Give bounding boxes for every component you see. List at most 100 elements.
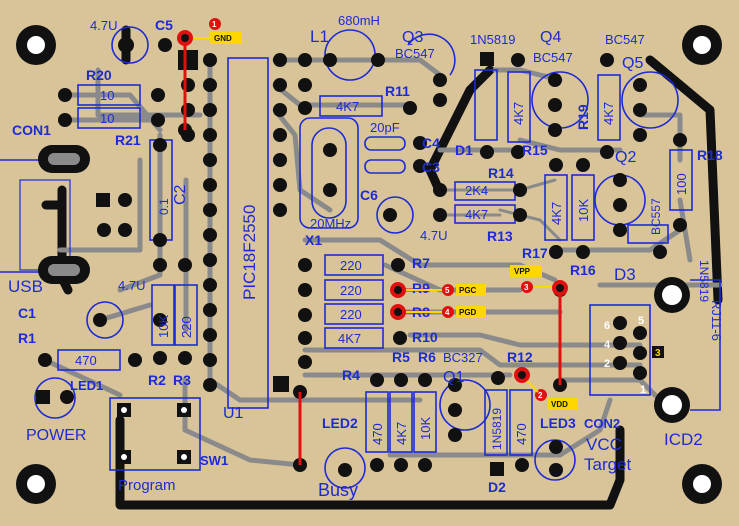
svg-text:2: 2	[538, 391, 543, 400]
label-r5v: 4K7	[394, 422, 409, 445]
label-d3: D3	[614, 265, 636, 284]
label-q5: Q5	[622, 55, 643, 72]
label-x1v: 20MHz	[310, 216, 351, 231]
label-r9: R9	[412, 280, 430, 296]
svg-text:3: 3	[655, 348, 661, 359]
svg-text:VDD: VDD	[551, 400, 568, 409]
label-d1v: 1N5819	[470, 32, 516, 47]
pin-1: 1	[640, 384, 646, 396]
usb-connector-pads	[38, 145, 132, 284]
label-c1: C1	[18, 305, 36, 321]
label-r18: R18	[697, 147, 723, 163]
label-r1: R1	[18, 330, 36, 346]
label-c4: C4	[422, 135, 440, 151]
label-r19: R19	[575, 104, 591, 130]
label-r14v: 2K4	[465, 183, 488, 198]
label-r5: R5	[392, 349, 410, 365]
label-q3v: BC547	[395, 46, 435, 61]
label-busy: Busy	[318, 480, 358, 500]
label-l1v: 680mH	[338, 13, 380, 28]
annotation-2-vdd: 2 VDD	[526, 380, 578, 410]
label-x1: X1	[305, 232, 322, 248]
svg-text:5: 5	[445, 286, 450, 295]
svg-text:PGC: PGC	[459, 286, 477, 295]
label-pic: PIC18F2550	[240, 205, 259, 300]
label-r11v: 4K7	[336, 99, 359, 114]
label-con2: CON2	[584, 416, 620, 431]
label-r15v: 4K7	[511, 102, 526, 125]
label-r13v: 4K7	[465, 207, 488, 222]
mounting-holes	[16, 25, 722, 504]
label-c4v: 20pF	[370, 120, 400, 135]
label-sw1: SW1	[200, 453, 228, 468]
label-led1: LED1	[70, 378, 103, 393]
label-power: POWER	[26, 427, 86, 444]
label-r19v: 4K7	[601, 102, 616, 125]
label-r16: R16	[570, 262, 596, 278]
label-r17: R17	[522, 245, 548, 261]
label-r20v: 10	[100, 88, 114, 103]
label-r18v: 100	[674, 173, 689, 195]
label-r21: R21	[115, 132, 141, 148]
label-r8v: 220	[340, 307, 362, 322]
label-c2v: 0.1	[157, 198, 171, 215]
pin-6: 6	[604, 320, 610, 332]
label-q1v: BC327	[443, 350, 483, 365]
label-r11: R11	[385, 83, 410, 99]
label-r7v: 220	[340, 258, 362, 273]
test-points	[177, 30, 568, 383]
label-r17v: 4K7	[549, 202, 564, 225]
label-r6: R6	[418, 349, 436, 365]
label-r6v: 10K	[418, 417, 433, 440]
label-d2: D2	[488, 479, 506, 495]
annotation-5-pgc: 5 PGC	[406, 284, 486, 296]
label-q2: Q2	[615, 149, 636, 166]
label-c2: C2	[172, 184, 189, 205]
label-r13: R13	[487, 228, 513, 244]
pin-2: 2	[604, 358, 610, 370]
label-r2v: 10K	[156, 315, 171, 338]
label-r3: R3	[173, 372, 191, 388]
label-vcc: VCC	[586, 435, 622, 454]
label-led2: LED2	[322, 415, 358, 431]
label-q4v: BC547	[533, 50, 573, 65]
svg-text:PGD: PGD	[459, 308, 477, 317]
annotation-3-vpp: VPP 3	[510, 265, 552, 293]
label-d3v: 1N5819	[697, 260, 711, 302]
label-r16v: 10K	[576, 199, 591, 222]
label-target: Target	[584, 455, 632, 474]
svg-text:4: 4	[445, 308, 450, 317]
label-r10: R10	[412, 329, 438, 345]
label-led3: LED3	[540, 415, 576, 431]
label-r2: R2	[148, 372, 166, 388]
label-q1: Q1	[443, 369, 464, 386]
label-q3: Q3	[402, 29, 423, 46]
label-c5: C5	[155, 17, 173, 33]
label-c3: C3	[422, 159, 440, 175]
label-u1: U1	[223, 405, 244, 422]
label-r14: R14	[488, 165, 514, 181]
label-r4: R4	[342, 367, 360, 383]
annotation-con2-pin3: 3	[652, 346, 664, 359]
annotation-1-gnd: 1 GND	[193, 18, 242, 44]
label-r15: R15	[522, 142, 548, 158]
label-r20: R20	[86, 67, 112, 83]
label-q5v: BC547	[605, 32, 645, 47]
label-r12v: 470	[514, 423, 529, 445]
label-r7: R7	[412, 255, 430, 271]
label-d1: D1	[455, 142, 473, 158]
annotation-markers: 1 GND 2 VDD VPP 3 4 PGD	[193, 18, 664, 410]
label-q4: Q4	[540, 29, 561, 46]
label-c1v: 4.7U	[118, 278, 145, 293]
silkscreen-outlines	[34, 26, 721, 489]
pin-5: 5	[638, 315, 644, 327]
label-usb: USB	[8, 277, 43, 296]
label-program: Program	[118, 477, 176, 494]
label-d2v: 1N5819	[490, 408, 504, 450]
label-q2v: BC557	[649, 198, 663, 235]
label-r21v: 10	[100, 111, 114, 126]
label-r1v: 470	[75, 353, 97, 368]
label-r12: R12	[507, 349, 533, 365]
pin-4: 4	[604, 339, 611, 351]
